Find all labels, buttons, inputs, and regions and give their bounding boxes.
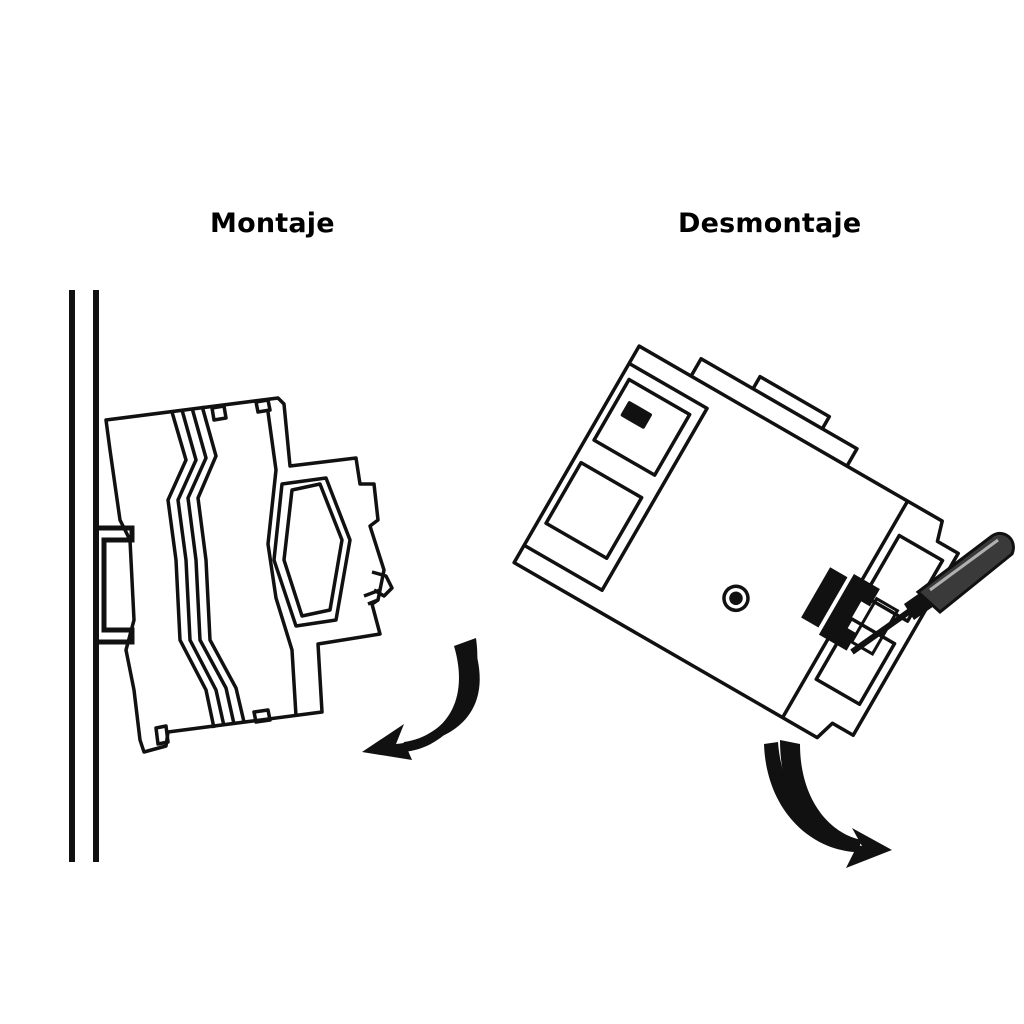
breaker-label-stripes	[166, 405, 246, 729]
arrow-dismount-icon	[764, 740, 892, 868]
dismounting-title: Desmontaje	[678, 208, 862, 239]
arrow-mount-icon	[362, 638, 480, 760]
din-clip-mechanism	[801, 567, 900, 657]
breaker-mounting	[104, 396, 394, 754]
mounting-title: Montaje	[210, 208, 335, 239]
screwdriver-icon	[850, 531, 1015, 655]
breaker-dismounting	[512, 344, 960, 740]
din-rail-left	[69, 290, 135, 862]
